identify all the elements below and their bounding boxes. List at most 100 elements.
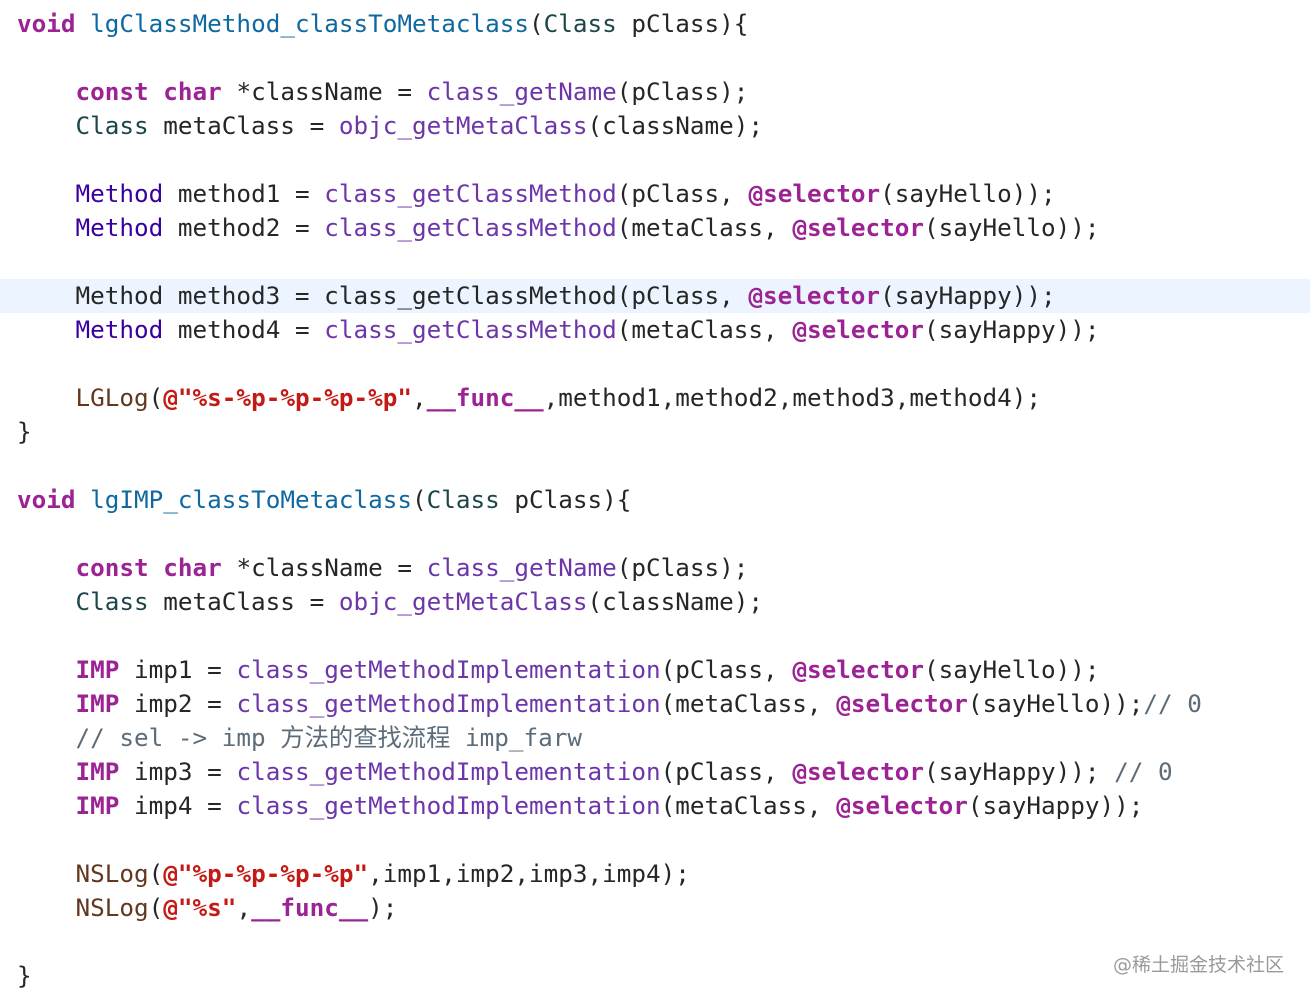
code-line[interactable] <box>0 619 1310 653</box>
code-line[interactable]: void lgIMP_classToMetaclass(Class pClass… <box>0 483 1310 517</box>
code-line[interactable]: NSLog(@"%s",__func__); <box>0 891 1310 925</box>
code-token <box>17 77 76 106</box>
code-token: IMP <box>75 757 120 786</box>
code-token <box>17 689 76 718</box>
code-token: class_getName <box>426 553 617 582</box>
code-token: class_getMethodImplementation <box>236 791 661 820</box>
code-line[interactable]: IMP imp2 = class_getMethodImplementation… <box>0 687 1310 721</box>
code-token: pClass){ <box>616 9 749 38</box>
code-token: imp4 = <box>119 791 237 820</box>
code-token: (pClass, <box>660 655 793 684</box>
code-token: ,method1,method2,method3,method4); <box>543 383 1042 412</box>
code-token: objc_getMetaClass <box>338 111 588 140</box>
code-token: Method method3 = class_getClassMethod(pC… <box>17 281 749 310</box>
code-line[interactable]: const char *className = class_getName(pC… <box>0 75 1310 109</box>
code-token: ( <box>148 859 164 888</box>
code-token: class_getClassMethod <box>324 179 617 208</box>
code-token: ( <box>148 383 164 412</box>
code-token: Class <box>543 9 617 38</box>
code-token: lgClassMethod_classToMetaclass <box>90 9 529 38</box>
code-token: IMP <box>75 689 120 718</box>
code-token: @selector <box>836 791 968 820</box>
code-token: class_getName <box>426 77 617 106</box>
code-token: lgIMP_classToMetaclass <box>90 485 412 514</box>
code-line[interactable]: IMP imp3 = class_getMethodImplementation… <box>0 755 1310 789</box>
code-token: Method <box>75 179 164 208</box>
code-line[interactable]: IMP imp1 = class_getMethodImplementation… <box>0 653 1310 687</box>
code-token: imp2 = <box>119 689 237 718</box>
code-token: ); <box>368 893 398 922</box>
code-token: @selector <box>748 179 881 208</box>
code-token: LGLog <box>75 383 149 412</box>
code-token <box>17 859 76 888</box>
code-token: ,imp1,imp2,imp3,imp4); <box>368 859 690 888</box>
code-token: (metaClass, <box>616 315 793 344</box>
code-token <box>149 77 164 106</box>
code-token: char <box>163 77 222 106</box>
code-line[interactable]: Method method1 = class_getClassMethod(pC… <box>0 177 1310 211</box>
code-token <box>17 553 76 582</box>
code-line[interactable] <box>0 245 1310 279</box>
code-line[interactable]: Method method2 = class_getClassMethod(me… <box>0 211 1310 245</box>
code-token: (metaClass, <box>660 791 837 820</box>
code-line[interactable]: Class metaClass = objc_getMetaClass(clas… <box>0 585 1310 619</box>
code-token: IMP <box>75 655 120 684</box>
code-token: } <box>17 417 32 446</box>
code-line[interactable]: NSLog(@"%p-%p-%p-%p",imp1,imp2,imp3,imp4… <box>0 857 1310 891</box>
code-line[interactable]: Method method3 = class_getClassMethod(pC… <box>0 279 1310 313</box>
code-line[interactable]: } <box>0 415 1310 449</box>
code-token: void <box>17 9 76 38</box>
code-token: metaClass = <box>148 111 339 140</box>
code-token: (sayHello)); <box>880 179 1056 208</box>
code-line[interactable]: Class metaClass = objc_getMetaClass(clas… <box>0 109 1310 143</box>
code-token <box>76 9 91 38</box>
code-token: (sayHappy)); <box>880 281 1056 310</box>
code-token: Method <box>75 315 164 344</box>
code-line[interactable]: const char *className = class_getName(pC… <box>0 551 1310 585</box>
code-token <box>17 757 76 786</box>
code-token: class_getClassMethod <box>324 213 617 242</box>
code-token <box>17 315 76 344</box>
code-token <box>17 587 76 616</box>
code-token: __func__ <box>251 893 369 922</box>
code-token: __func__ <box>426 383 544 412</box>
code-token: @selector <box>792 757 924 786</box>
code-line[interactable]: // sel -> imp 方法的查找流程 imp_farw <box>0 721 1310 755</box>
code-token: (metaClass, <box>616 213 793 242</box>
code-token: @selector <box>836 689 968 718</box>
code-line[interactable] <box>0 449 1310 483</box>
code-token: @"%p-%p-%p-%p" <box>163 859 369 888</box>
code-token: // sel -> imp 方法的查找流程 imp_farw <box>75 723 583 752</box>
code-line[interactable] <box>0 517 1310 551</box>
code-token: void <box>17 485 76 514</box>
code-token <box>17 179 76 208</box>
code-line[interactable]: void lgClassMethod_classToMetaclass(Clas… <box>0 7 1310 41</box>
code-token <box>17 791 76 820</box>
code-token: const <box>75 553 149 582</box>
code-token: (sayHello)); <box>967 689 1144 718</box>
code-token: Class <box>75 111 149 140</box>
code-line[interactable] <box>0 143 1310 177</box>
code-token: @"%s-%p-%p-%p-%p" <box>163 383 412 412</box>
code-token <box>17 111 76 140</box>
code-token <box>76 485 91 514</box>
code-line[interactable]: Method method4 = class_getClassMethod(me… <box>0 313 1310 347</box>
code-line[interactable] <box>0 823 1310 857</box>
code-token: (pClass); <box>616 77 749 106</box>
code-token: Class <box>75 587 149 616</box>
code-token: (metaClass, <box>660 689 837 718</box>
code-token: char <box>163 553 222 582</box>
code-line[interactable]: LGLog(@"%s-%p-%p-%p-%p",__func__,method1… <box>0 381 1310 415</box>
code-token: class_getClassMethod <box>324 315 617 344</box>
watermark-text: @稀土掘金技术社区 <box>1112 954 1284 976</box>
code-token: Method <box>75 213 164 242</box>
code-token: // 0 <box>1114 757 1173 786</box>
code-line[interactable]: IMP imp4 = class_getMethodImplementation… <box>0 789 1310 823</box>
code-token: *className = <box>221 553 427 582</box>
code-token: (pClass); <box>616 553 749 582</box>
code-line[interactable] <box>0 41 1310 75</box>
code-line[interactable]: } <box>0 959 1310 993</box>
code-token: NSLog <box>75 893 149 922</box>
code-line[interactable] <box>0 347 1310 381</box>
